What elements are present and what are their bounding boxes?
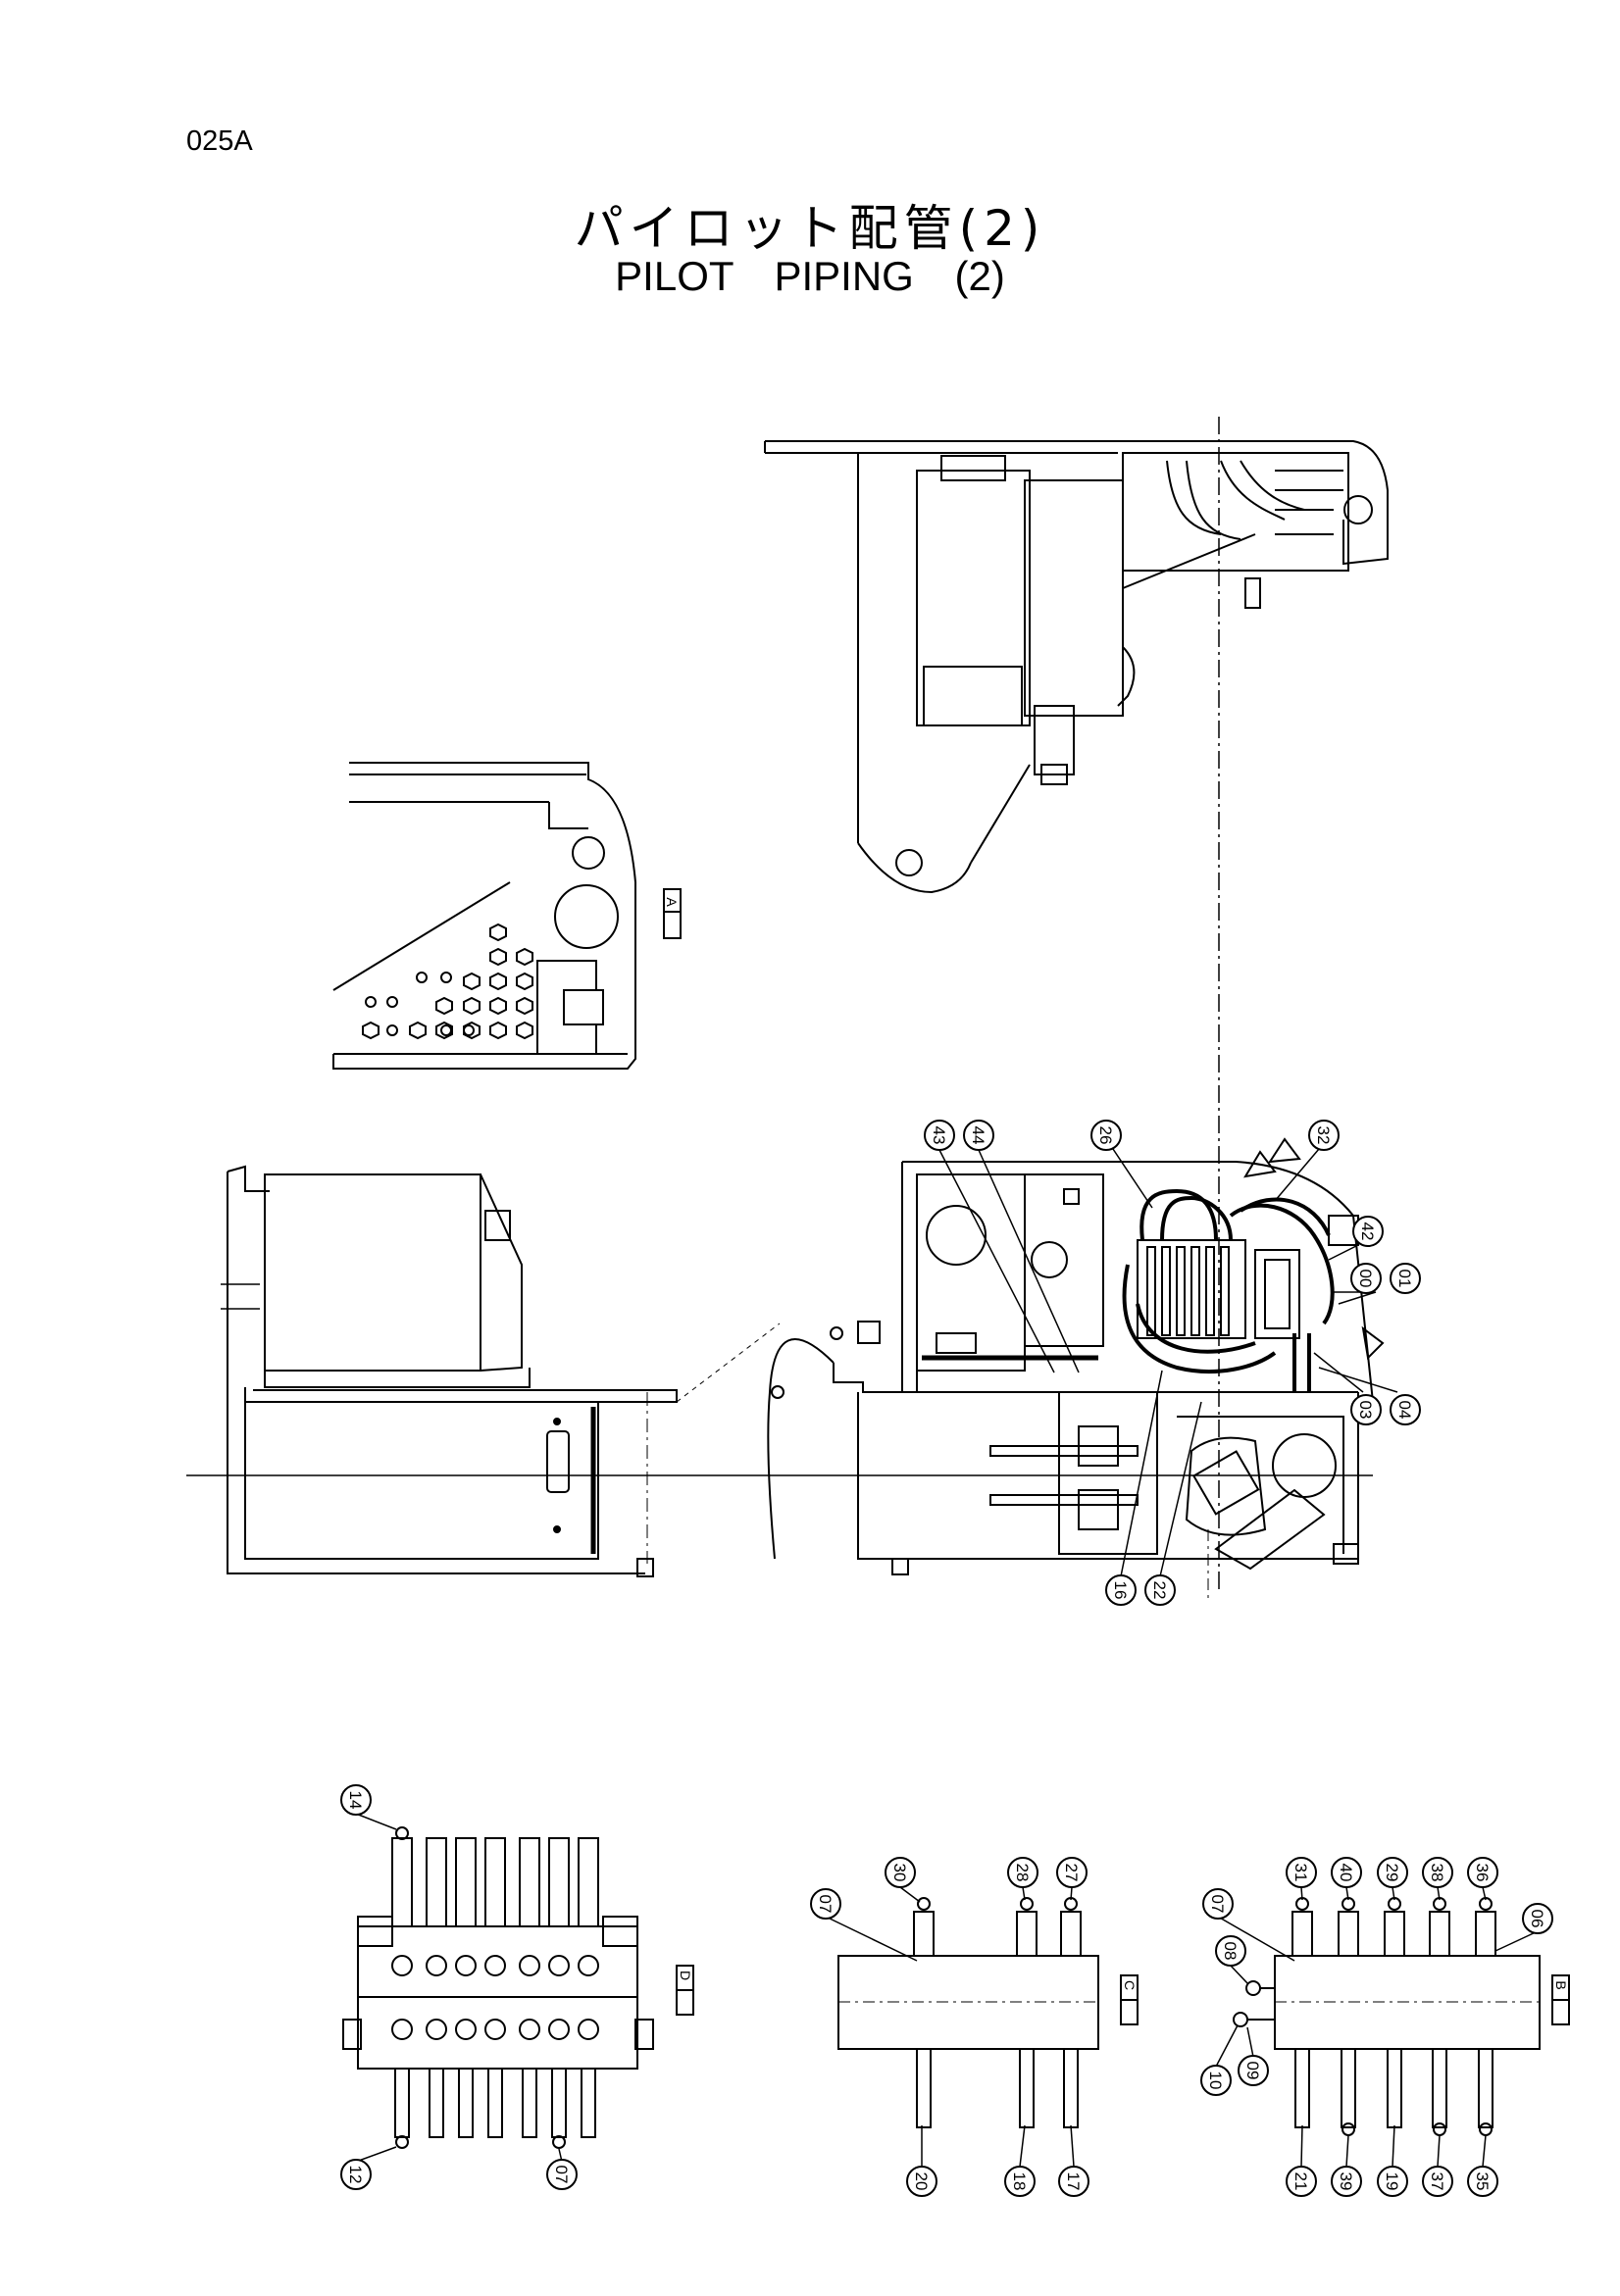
callout-main-view-01: 01 xyxy=(1390,1263,1421,1294)
callout-number: 12 xyxy=(346,2166,365,2184)
callout-view-c-30: 30 xyxy=(885,1857,916,1888)
callout-main-view-22: 22 xyxy=(1144,1574,1176,1606)
callout-view-b-36: 36 xyxy=(1467,1857,1498,1888)
callout-number: 18 xyxy=(1010,2172,1029,2191)
callout-view-c-17: 17 xyxy=(1058,2166,1089,2197)
callout-view-b-19: 19 xyxy=(1377,2166,1408,2197)
view-tag-a: A xyxy=(663,888,682,939)
callout-number: 29 xyxy=(1383,1864,1401,1882)
callout-number: 26 xyxy=(1096,1126,1115,1145)
callout-main-view-26: 26 xyxy=(1090,1120,1122,1151)
callout-number: 44 xyxy=(969,1126,987,1145)
callout-main-view-03: 03 xyxy=(1350,1394,1382,1425)
callout-number: 10 xyxy=(1206,2071,1225,2090)
view-b-manifold xyxy=(1215,1886,1541,2168)
callout-main-view-00: 00 xyxy=(1350,1263,1382,1294)
callout-view-b-31: 31 xyxy=(1286,1857,1317,1888)
callout-view-b-09: 09 xyxy=(1238,2055,1269,2086)
callout-number: 27 xyxy=(1062,1864,1081,1882)
callout-view-b-29: 29 xyxy=(1377,1857,1408,1888)
view-tag-d-label: D xyxy=(678,1971,693,1980)
callout-number: 03 xyxy=(1356,1401,1375,1420)
callout-main-view-44: 44 xyxy=(963,1120,994,1151)
view-d-valve-stack xyxy=(342,1813,654,2163)
left-machine-side-view xyxy=(221,1165,781,1577)
callout-view-b-35: 35 xyxy=(1467,2166,1498,2197)
callout-main-view-32: 32 xyxy=(1308,1120,1340,1151)
callout-view-d-07: 07 xyxy=(546,2159,578,2190)
callout-view-b-38: 38 xyxy=(1422,1857,1453,1888)
callout-number: 07 xyxy=(552,2166,571,2184)
callout-view-b-40: 40 xyxy=(1331,1857,1362,1888)
view-a-frame xyxy=(332,762,636,1070)
callout-number: 09 xyxy=(1243,2062,1262,2080)
callout-balloons: 43 44 26 32 42 00 01 03 04 16 22 14 12 07 07 30 28 27 20 18… xyxy=(340,1120,1553,2197)
view-tag-b: B xyxy=(1551,1974,1570,2025)
view-tag-c: C xyxy=(1120,1974,1139,2025)
callout-number: 38 xyxy=(1428,1864,1446,1882)
callout-view-c-07: 07 xyxy=(810,1888,841,1920)
callout-view-c-27: 27 xyxy=(1056,1857,1088,1888)
callout-number: 28 xyxy=(1013,1864,1032,1882)
callout-main-view-04: 04 xyxy=(1390,1394,1421,1425)
callout-number: 20 xyxy=(912,2172,931,2191)
callout-number: 42 xyxy=(1358,1223,1377,1241)
callout-number: 06 xyxy=(1528,1910,1546,1928)
callout-number: 36 xyxy=(1473,1864,1492,1882)
callout-number: 04 xyxy=(1395,1401,1414,1420)
callout-number: 35 xyxy=(1473,2172,1492,2191)
callout-view-b-08: 08 xyxy=(1215,1935,1246,1967)
callout-view-c-18: 18 xyxy=(1004,2166,1036,2197)
title-english: PILOT PIPING (2) xyxy=(615,253,1005,299)
callout-number: 21 xyxy=(1291,2172,1310,2191)
callout-number: 19 xyxy=(1383,2172,1401,2191)
main-top-view xyxy=(186,1137,1398,1598)
callout-view-c-28: 28 xyxy=(1007,1857,1038,1888)
callout-view-d-12: 12 xyxy=(340,2159,372,2190)
callout-number: 01 xyxy=(1395,1270,1414,1288)
callout-number: 17 xyxy=(1064,2172,1083,2191)
callout-number: 07 xyxy=(1208,1895,1227,1914)
callout-main-view-42: 42 xyxy=(1352,1216,1384,1247)
view-tag-b-label: B xyxy=(1553,1980,1569,1989)
callout-view-b-06: 06 xyxy=(1522,1903,1553,1934)
callout-number: 00 xyxy=(1356,1270,1375,1288)
callout-number: 14 xyxy=(346,1791,365,1810)
callout-number: 08 xyxy=(1221,1942,1240,1961)
callout-number: 32 xyxy=(1314,1126,1333,1145)
callout-number: 31 xyxy=(1291,1864,1310,1882)
callout-main-view-16: 16 xyxy=(1105,1574,1137,1606)
callout-main-view-43: 43 xyxy=(924,1120,955,1151)
callout-view-b-37: 37 xyxy=(1422,2166,1453,2197)
view-tag-d: D xyxy=(676,1965,694,2016)
callout-view-b-10: 10 xyxy=(1200,2065,1232,2096)
callout-number: 07 xyxy=(816,1895,835,1914)
page-code: 025A xyxy=(186,125,253,157)
view-tag-a-label: A xyxy=(664,897,680,907)
view-tag-c-label: C xyxy=(1122,1980,1138,1990)
callout-view-b-21: 21 xyxy=(1286,2166,1317,2197)
callout-view-d-14: 14 xyxy=(340,1784,372,1816)
callout-view-b-07: 07 xyxy=(1202,1888,1234,1920)
callout-number: 16 xyxy=(1111,1581,1130,1600)
top-valve-detail xyxy=(764,440,1389,894)
callout-number: 30 xyxy=(890,1864,909,1882)
title-japanese: パイロット配管(2) xyxy=(574,200,1046,257)
callout-number: 43 xyxy=(930,1126,948,1145)
callout-number: 22 xyxy=(1150,1581,1169,1600)
callout-view-b-39: 39 xyxy=(1331,2166,1362,2197)
callout-number: 39 xyxy=(1337,2172,1355,2191)
view-c-manifold xyxy=(825,1886,1099,2168)
callout-number: 37 xyxy=(1428,2172,1446,2191)
callout-number: 40 xyxy=(1337,1864,1355,1882)
callout-view-c-20: 20 xyxy=(906,2166,937,2197)
